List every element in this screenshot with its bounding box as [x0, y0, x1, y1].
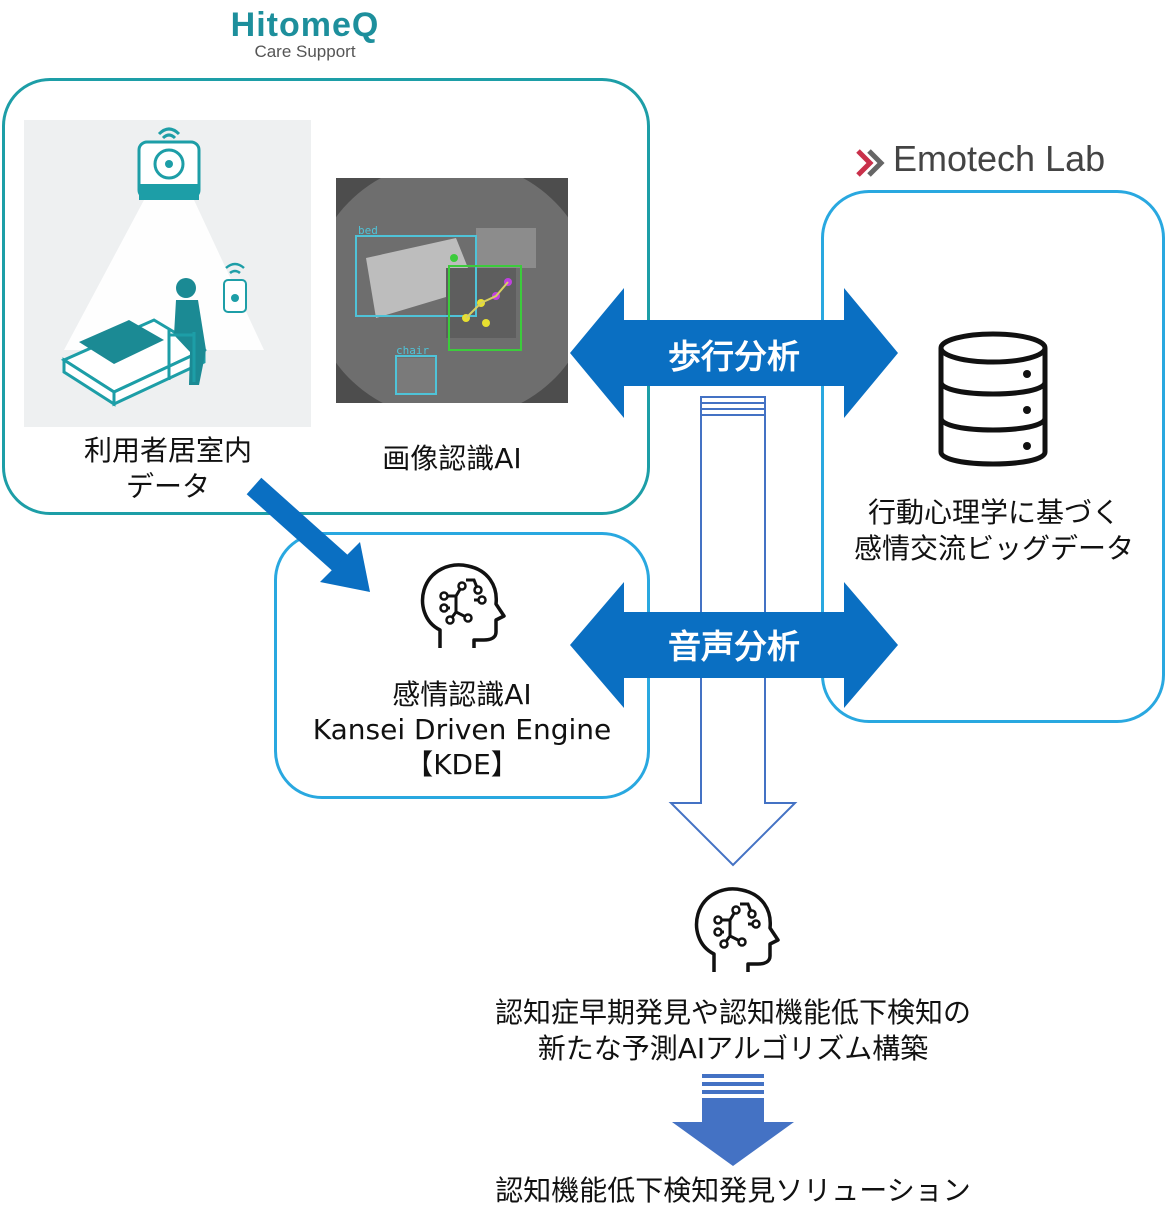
- image-ai-label: 画像認識AI: [382, 442, 522, 475]
- brain-head-icon: [420, 563, 506, 648]
- bigdata-line1: 行動心理学に基づく: [867, 496, 1120, 529]
- result-line1: 認知症早期発見や認知機能低下検知の: [494, 996, 971, 1029]
- resident-room-label-line1: 利用者居室内: [83, 434, 252, 467]
- result-line2: 新たな予測AIアルゴリズム構築: [537, 1032, 929, 1065]
- brain-head-icon-bottom: [694, 887, 780, 972]
- hitomeq-logo: HitomeQ: [230, 6, 380, 44]
- camera-tag-bed: bed: [358, 224, 378, 237]
- camera-tag-chair: chair: [396, 344, 430, 357]
- gait-analysis-label: 歩行分析: [668, 337, 800, 376]
- voice-analysis-arrow: [570, 582, 898, 708]
- camera-image: bed chair: [336, 178, 568, 403]
- gait-analysis-arrow: [570, 288, 898, 418]
- solution-label: 認知機能低下検知発見ソリューション: [495, 1174, 971, 1207]
- kde-line1: 感情認識AI: [392, 678, 532, 711]
- resident-room-label-line2: データ: [125, 470, 210, 503]
- database-icon: [938, 331, 1048, 467]
- solid-down-arrow: [672, 1074, 794, 1166]
- kde-line3: 【KDE】: [405, 748, 519, 781]
- emotech-logo: Emotech Lab: [893, 138, 1106, 179]
- hitomeq-tagline: Care Support: [254, 42, 356, 61]
- emotech-logo-icon: [856, 149, 885, 177]
- voice-analysis-label: 音声分析: [668, 627, 800, 666]
- bigdata-line2: 感情交流ビッグデータ: [853, 532, 1134, 565]
- resident-room-illustration: [24, 120, 311, 427]
- kde-line2: Kansei Driven Engine: [312, 713, 612, 746]
- diagonal-arrow: [246, 477, 370, 592]
